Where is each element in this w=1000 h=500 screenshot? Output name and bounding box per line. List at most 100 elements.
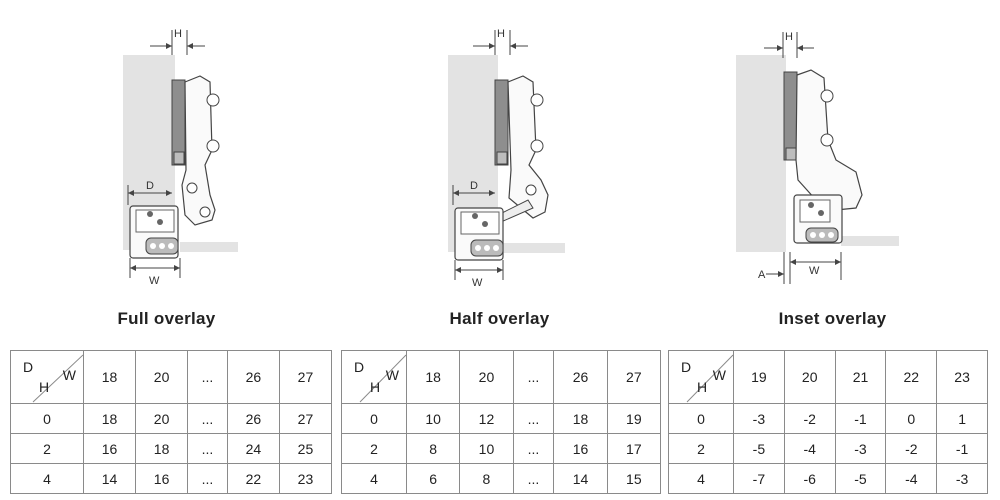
door-panel: [503, 243, 565, 253]
h-dimension-label: H: [174, 28, 182, 40]
table-cell: -2: [783, 403, 836, 434]
table-cell: ...: [187, 403, 228, 434]
table-cell: 18: [553, 403, 608, 434]
half-overlay-hinge-drawing: H D W: [448, 28, 565, 289]
hinge-arm: [507, 75, 549, 219]
cabinet-side-panel: [736, 55, 786, 252]
corner-label-h: H: [370, 379, 381, 395]
a-dimension-label: A: [758, 269, 766, 281]
w-dimension-label: W: [149, 275, 160, 287]
w-dimension-label: W: [472, 277, 483, 289]
table-cell: -3: [936, 463, 988, 494]
w-dimension-label: W: [809, 265, 820, 277]
column-header: 18: [82, 350, 137, 404]
table-header-row: D W H 18 20 ... 26 27: [341, 350, 662, 404]
corner-label-h: H: [697, 379, 708, 395]
inset-overlay-caption: Inset overlay: [778, 309, 887, 328]
mounting-plate: [783, 71, 798, 161]
column-header: 22: [885, 350, 938, 404]
half-overlay-table: D W H 18 20 ... 26 27 0 10 12 ... 18 19 …: [341, 350, 662, 494]
table-cell: 14: [553, 463, 608, 494]
table-cell: -5: [834, 463, 887, 494]
table-row: 2 8 10 ... 16 17: [341, 433, 662, 464]
table-corner-cell: D W H: [341, 350, 407, 404]
table-row: 2 16 18 ... 24 25: [10, 433, 333, 464]
half-overlay-panel: H D W Half overlay D: [333, 0, 666, 500]
column-header: 23: [936, 350, 988, 404]
table-header-row: D W H 19 20 21 22 23: [668, 350, 988, 404]
corner-diagonal: [359, 354, 406, 403]
column-header: 20: [459, 350, 514, 404]
h-dimension-label: H: [497, 28, 505, 40]
table-cell: 0: [885, 403, 938, 434]
table-row: 0 10 12 ... 18 19: [341, 403, 662, 434]
table-cell: 8: [405, 433, 461, 464]
row-header: 0: [10, 403, 84, 434]
table-cell: 20: [135, 403, 189, 434]
row-header: 0: [341, 403, 407, 434]
corner-diagonal: [686, 354, 733, 403]
table-cell: 23: [278, 463, 333, 494]
full-overlay-hinge-drawing: H D W: [123, 28, 238, 287]
table-corner-cell: D W H: [668, 350, 734, 404]
table-cell: 10: [459, 433, 514, 464]
row-header: 2: [668, 433, 734, 464]
table-row: 2 -5 -4 -3 -2 -1: [668, 433, 988, 464]
table-cell: ...: [187, 463, 228, 494]
corner-label-d: D: [354, 359, 365, 375]
full-overlay-table: D W H 18 20 ... 26 27 0 18 20 ... 26 27 …: [10, 350, 333, 494]
table-cell: 14: [82, 463, 137, 494]
corner-label-d: D: [681, 359, 692, 375]
column-header: 27: [606, 350, 662, 404]
d-dimension-label: D: [146, 180, 154, 192]
door-panel: [841, 236, 899, 246]
column-header: 18: [405, 350, 461, 404]
row-header: 4: [341, 463, 407, 494]
row-header: 2: [341, 433, 407, 464]
table-cell: ...: [187, 433, 228, 464]
table-cell: 27: [278, 403, 333, 434]
row-header: 0: [668, 403, 734, 434]
corner-label-w: W: [712, 367, 726, 383]
table-cell: -6: [783, 463, 836, 494]
table-cell: 24: [226, 433, 280, 464]
column-header: ...: [512, 350, 555, 404]
table-cell: 15: [606, 463, 662, 494]
table-cell: -3: [834, 433, 887, 464]
corner-diagonal: [32, 354, 83, 403]
corner-label-d: D: [23, 359, 34, 375]
corner-label-h: H: [39, 379, 50, 395]
half-overlay-caption: Half overlay: [449, 309, 550, 328]
h-dimension-label: H: [785, 31, 793, 43]
table-corner-cell: D W H: [10, 350, 84, 404]
table-cell: ...: [512, 403, 555, 434]
table-cell: -1: [936, 433, 988, 464]
table-cell: -4: [885, 463, 938, 494]
table-cell: -3: [733, 403, 785, 434]
corner-label-w: W: [385, 367, 399, 383]
column-header: 20: [783, 350, 836, 404]
table-row: 4 6 8 ... 14 15: [341, 463, 662, 494]
column-header: ...: [187, 350, 228, 404]
column-header: 21: [834, 350, 887, 404]
table-cell: 22: [226, 463, 280, 494]
table-cell: 19: [606, 403, 662, 434]
full-overlay-panel: H D W Full overlay: [0, 0, 333, 500]
table-cell: 12: [459, 403, 514, 434]
table-cell: 25: [278, 433, 333, 464]
table-row: 0 18 20 ... 26 27: [10, 403, 333, 434]
table-cell: 17: [606, 433, 662, 464]
table-row: 0 -3 -2 -1 0 1: [668, 403, 988, 434]
table-cell: -2: [885, 433, 938, 464]
mounting-plate: [494, 79, 509, 166]
table-cell: 1: [936, 403, 988, 434]
table-cell: 8: [459, 463, 514, 494]
table-cell: 18: [82, 403, 137, 434]
table-cell: -4: [783, 433, 836, 464]
table-cell: ...: [512, 463, 555, 494]
table-cell: 16: [135, 463, 189, 494]
table-cell: 10: [405, 403, 461, 434]
table-cell: 26: [226, 403, 280, 434]
table-cell: 16: [553, 433, 608, 464]
table-cell: -7: [733, 463, 785, 494]
